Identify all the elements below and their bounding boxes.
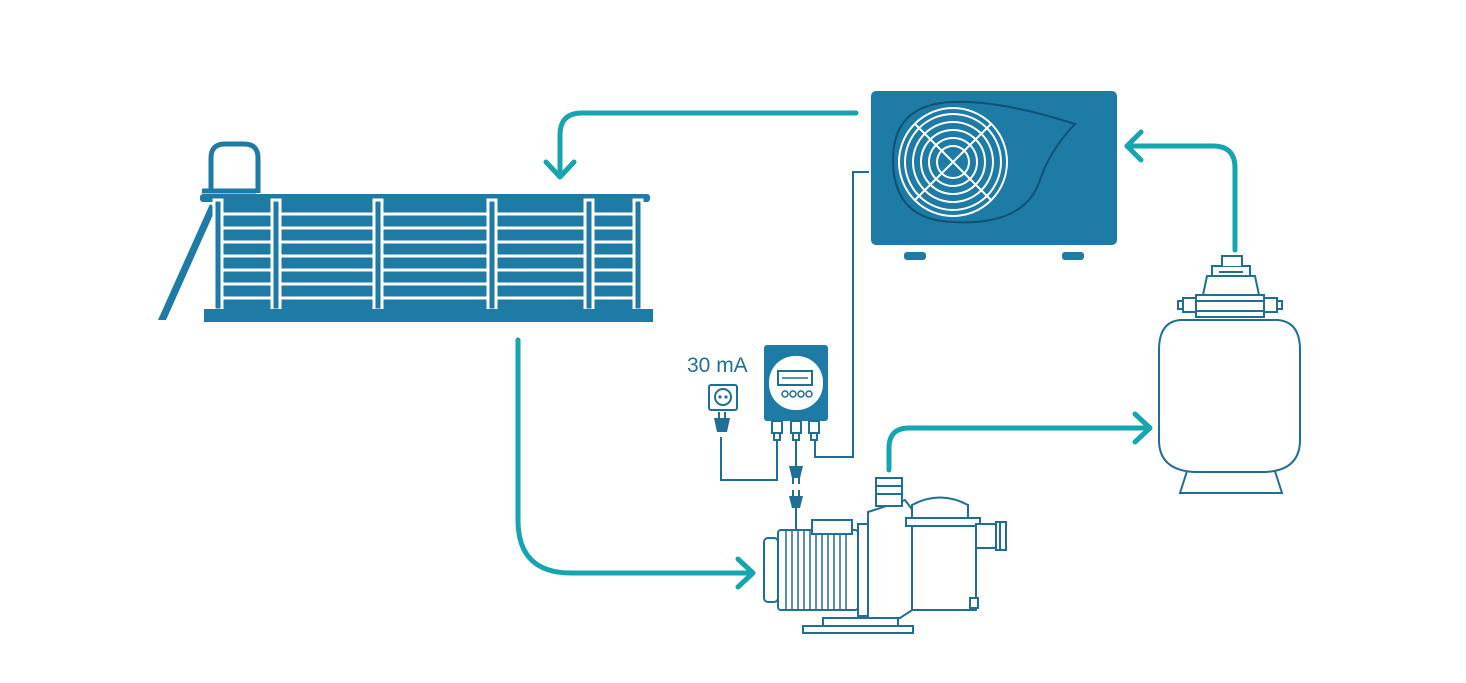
arrow-head-heatpump xyxy=(1124,129,1144,163)
arrow-head-filter xyxy=(1132,411,1153,445)
pool-pump-icon xyxy=(763,477,1007,634)
arrow-head-pump xyxy=(735,556,756,590)
rcd-rating-label: 30 mA xyxy=(687,354,748,377)
pipe-filter-to-heatpump xyxy=(1124,143,1238,253)
plug-icon xyxy=(714,412,730,432)
heat-pump-icon xyxy=(871,91,1117,260)
control-cables xyxy=(720,437,797,540)
sand-filter-icon xyxy=(1158,255,1301,494)
pipe-heatpump-to-pool xyxy=(557,110,859,179)
plug-connector-icon xyxy=(789,466,803,508)
control-box-icon xyxy=(764,345,828,441)
pipe-pool-to-pump xyxy=(515,337,755,576)
wall-socket-icon xyxy=(708,384,738,411)
water-flow-pipes xyxy=(515,110,1238,590)
above-ground-pool-icon xyxy=(158,141,653,322)
arrow-head-pool xyxy=(543,159,577,180)
pipe-pump-to-filter xyxy=(886,425,1152,473)
heatpump-power-cable xyxy=(814,171,869,458)
